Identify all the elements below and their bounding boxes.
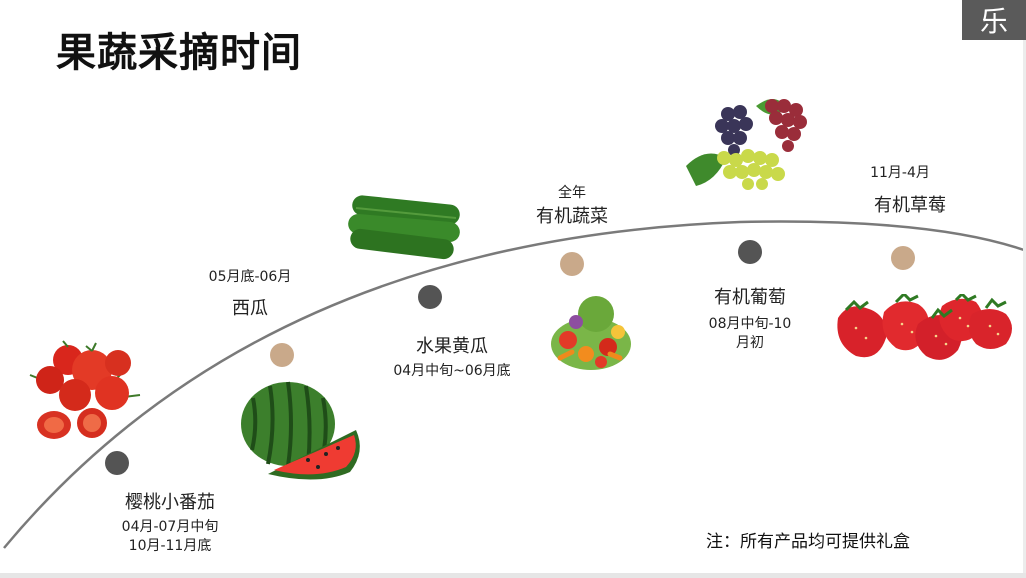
item-date-cucumber: 04月中旬~06月底: [393, 363, 511, 379]
watermelon-icon: [241, 381, 360, 480]
page-title: 果蔬采摘时间: [56, 30, 302, 76]
timeline-dot-grapes: [738, 240, 762, 264]
timeline-dot-cucumber: [418, 285, 442, 309]
item-date-grapes-2: 月初: [736, 335, 764, 351]
footnote: 注：所有产品均可提供礼盒: [706, 532, 910, 552]
bottom-divider: [0, 573, 1026, 578]
timeline-dot-tomato: [105, 451, 129, 475]
item-date-vegetables: 全年: [558, 185, 586, 201]
item-name-grapes: 有机葡萄: [714, 287, 786, 308]
item-name-tomato: 樱桃小番茄: [125, 492, 215, 513]
right-edge-divider: [1023, 40, 1026, 578]
item-date-watermelon: 05月底-06月: [208, 269, 292, 285]
vegetables-icon: [551, 296, 631, 370]
timeline-dot-watermelon: [270, 343, 294, 367]
item-name-cucumber: 水果黄瓜: [416, 336, 488, 357]
item-date-grapes-1: 08月中旬-10: [708, 316, 792, 332]
item-date-tomato-2: 10月-11月底: [128, 538, 212, 554]
item-date-strawberry: 11月-4月: [870, 165, 930, 181]
item-date-tomato-1: 04月-07月中旬: [121, 519, 219, 535]
strawberry-icon: [837, 294, 1012, 360]
cucumber-icon: [348, 195, 460, 260]
logo-badge: 乐: [962, 0, 1026, 40]
grapes-icon: [686, 98, 807, 190]
item-name-watermelon: 西瓜: [232, 298, 268, 319]
cherry-tomato-icon: [29, 340, 141, 439]
item-name-strawberry: 有机草莓: [874, 195, 946, 216]
item-name-vegetables: 有机蔬菜: [536, 206, 608, 227]
timeline-dot-strawberry: [891, 246, 915, 270]
timeline-dot-vegetables: [560, 252, 584, 276]
